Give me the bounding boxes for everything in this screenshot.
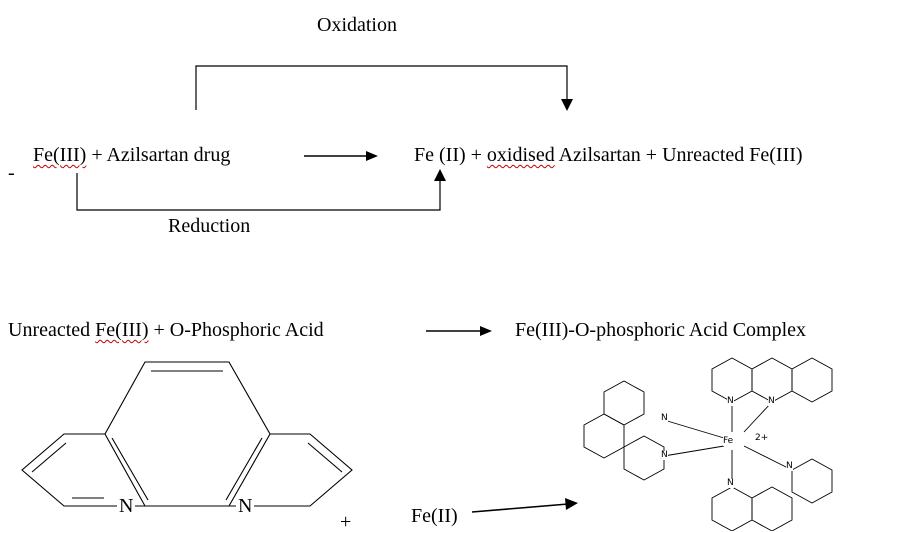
reduction-arrowhead xyxy=(434,169,446,181)
reaction-arrow-1-head xyxy=(366,151,378,161)
stray-dash: - xyxy=(8,162,15,184)
scheme2-unreacted: Unreacted xyxy=(8,319,96,341)
scheme2-reactants: Unreacted Fe(III) + O-Phosphoric Acid xyxy=(8,320,324,340)
complex-n-6: N xyxy=(786,461,793,471)
scheme2-product: Fe(III)-O-phosphoric Acid Complex xyxy=(515,319,807,341)
scheme2-fe: Fe(III) xyxy=(95,319,149,341)
phenanthroline-n-right: N xyxy=(236,495,255,517)
phenanthroline-structure xyxy=(21,361,353,507)
oxidation-bracket xyxy=(195,65,568,110)
complex-n-5: N xyxy=(727,478,734,488)
reaction-arrow-2-head xyxy=(480,326,492,336)
product-end: Unreacted Fe(III) xyxy=(662,144,803,166)
reduction-bracket xyxy=(76,173,441,211)
reaction-arrow-3 xyxy=(471,503,569,513)
complex-n-4: N xyxy=(661,450,668,460)
product-oxidised: oxidised xyxy=(486,144,555,166)
plus-sign: + xyxy=(340,511,352,533)
product-mid: Azilsartan + xyxy=(554,144,663,166)
reactant-rest: + Azilsartan drug xyxy=(86,144,231,166)
scheme2-rest: + O-Phosphoric Acid xyxy=(148,319,324,341)
complex-n-1: N xyxy=(727,396,734,406)
complex-charge-label: 2+ xyxy=(755,433,769,443)
complex-n-2: N xyxy=(768,396,775,406)
oxidation-arrowhead xyxy=(561,99,573,111)
reduction-label: Reduction xyxy=(168,215,251,237)
oxidation-label: Oxidation xyxy=(317,14,397,36)
phenanthroline-n-left: N xyxy=(117,495,136,517)
product-fe: Fe (II) + xyxy=(414,144,487,166)
complex-fe-label: Fe xyxy=(723,436,734,446)
iron-complex-structure xyxy=(583,357,833,531)
complex-n-3: N xyxy=(661,413,668,423)
product-equation: Fe (II) + oxidised Azilsartan + Unreacte… xyxy=(414,145,803,165)
reactant-equation: Fe(III) + Azilsartan drug xyxy=(33,145,230,165)
iron-ii-reagent: Fe(II) xyxy=(411,505,458,527)
reaction-arrow-3-head xyxy=(565,498,578,510)
reactant-fe: Fe(III) xyxy=(33,144,87,166)
